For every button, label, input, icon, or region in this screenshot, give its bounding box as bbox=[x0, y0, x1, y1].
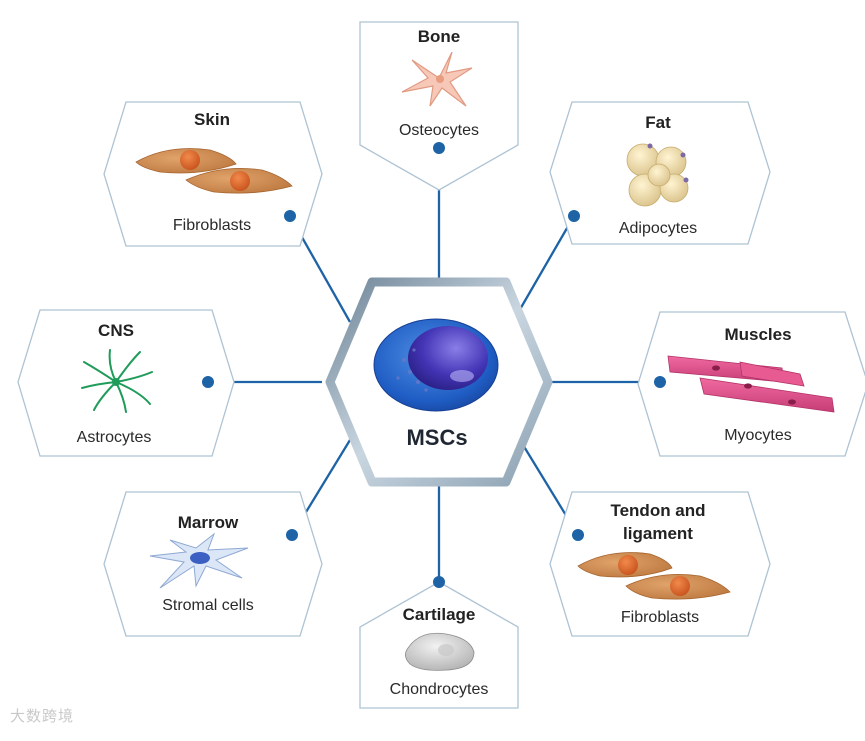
skin-title: Skin bbox=[194, 110, 230, 129]
node-marrow: Marrow Stromal cells bbox=[103, 491, 323, 637]
marrow-cell-label: Stromal cells bbox=[162, 597, 254, 614]
marrow-title: Marrow bbox=[178, 513, 239, 532]
dot-cartilage bbox=[433, 576, 445, 588]
bone-title: Bone bbox=[418, 27, 461, 46]
dot-skin bbox=[284, 210, 296, 222]
node-skin: Skin Fibroblasts bbox=[103, 101, 323, 247]
chondrocyte-icon bbox=[405, 632, 475, 671]
fat-cell-label: Adipocytes bbox=[619, 220, 697, 237]
cartilage-cell-label: Chondrocytes bbox=[390, 681, 489, 698]
tendon-title-line1: Tendon and bbox=[610, 501, 705, 520]
tendon-cell-label: Fibroblasts bbox=[621, 609, 699, 626]
center-node-msc: MSCs bbox=[325, 277, 553, 487]
node-fat: Fat Adipocytes bbox=[549, 101, 771, 245]
osteocyte-icon bbox=[401, 51, 473, 107]
cns-cell-label: Astrocytes bbox=[77, 429, 152, 446]
node-bone: Bone Osteocytes bbox=[359, 21, 519, 191]
connector-fat bbox=[514, 215, 575, 319]
fat-title: Fat bbox=[645, 113, 671, 132]
msc-cell-icon bbox=[373, 318, 499, 412]
cartilage-title: Cartilage bbox=[403, 605, 476, 624]
muscles-title: Muscles bbox=[724, 325, 791, 344]
hex-cns bbox=[17, 309, 235, 457]
node-tendon: Tendon and ligament Fibroblasts bbox=[549, 491, 771, 637]
myocyte-icon bbox=[667, 355, 835, 413]
dot-muscles bbox=[654, 376, 666, 388]
astrocyte-icon bbox=[81, 349, 153, 413]
node-cartilage: Cartilage Chondrocytes bbox=[359, 576, 519, 709]
watermark-text: 大数跨境 bbox=[10, 707, 75, 725]
node-cns: CNS Astrocytes bbox=[17, 309, 235, 457]
cns-title: CNS bbox=[98, 321, 134, 340]
muscles-cell-label: Myocytes bbox=[724, 427, 792, 444]
adipocyte-icon bbox=[626, 143, 689, 207]
hex-muscles bbox=[637, 311, 865, 457]
dot-cns bbox=[202, 376, 214, 388]
node-muscles: Muscles Myocytes bbox=[637, 311, 865, 457]
skin-fibroblast-icon bbox=[135, 148, 293, 194]
dot-tendon bbox=[572, 529, 584, 541]
dot-fat bbox=[568, 210, 580, 222]
hex-bone bbox=[359, 21, 519, 191]
center-label: MSCs bbox=[406, 425, 467, 450]
dot-marrow bbox=[286, 529, 298, 541]
stromal-cell-icon bbox=[149, 532, 249, 589]
dot-bone bbox=[433, 142, 445, 154]
tendon-fibroblast-icon bbox=[577, 552, 731, 600]
skin-cell-label: Fibroblasts bbox=[173, 217, 251, 234]
tendon-title-line2: ligament bbox=[623, 524, 693, 543]
bone-cell-label: Osteocytes bbox=[399, 122, 479, 139]
